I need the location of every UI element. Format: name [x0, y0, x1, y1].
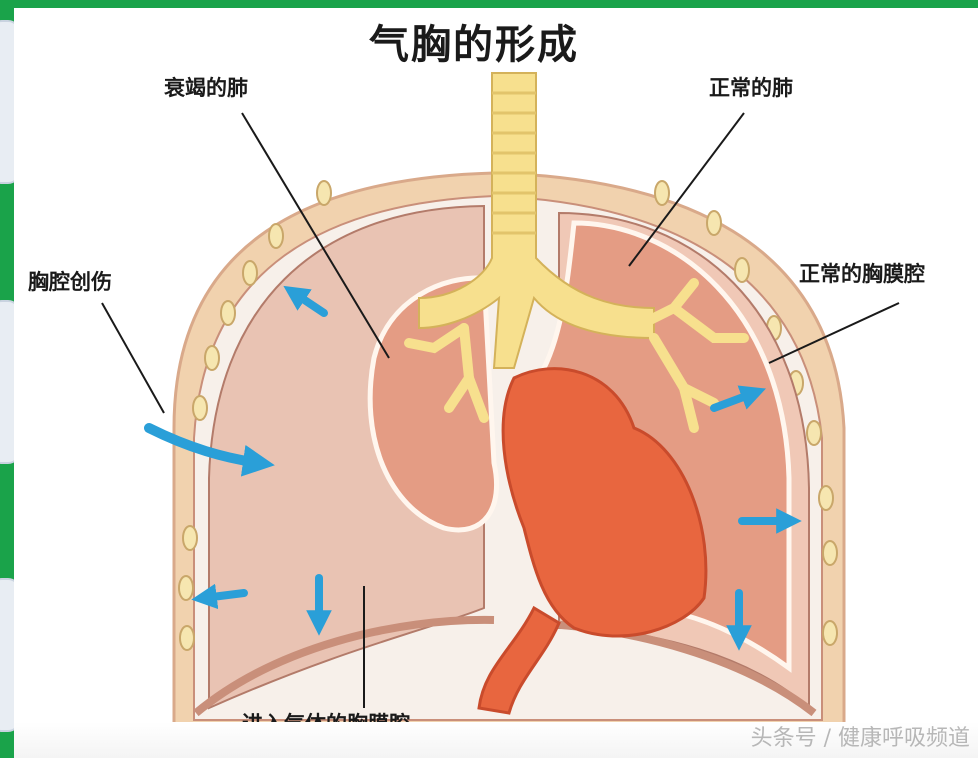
diagram-title: 气胸的形成	[369, 12, 579, 70]
label-normal-pleural-cavity: 正常的胸膜腔	[799, 258, 925, 288]
label-normal-lung: 正常的肺	[709, 72, 793, 102]
diagram-canvas: 气胸的形成 衰竭的肺 正常的肺 胸腔创伤 正常的胸膜腔 进入气体的胸膜腔 头条号…	[14, 8, 978, 758]
label-chest-wound: 胸腔创伤	[28, 266, 112, 296]
watermark: 头条号 / 健康呼吸频道	[751, 720, 970, 752]
pneumothorax-illustration	[14, 8, 978, 758]
label-collapsed-lung: 衰竭的肺	[164, 72, 248, 102]
